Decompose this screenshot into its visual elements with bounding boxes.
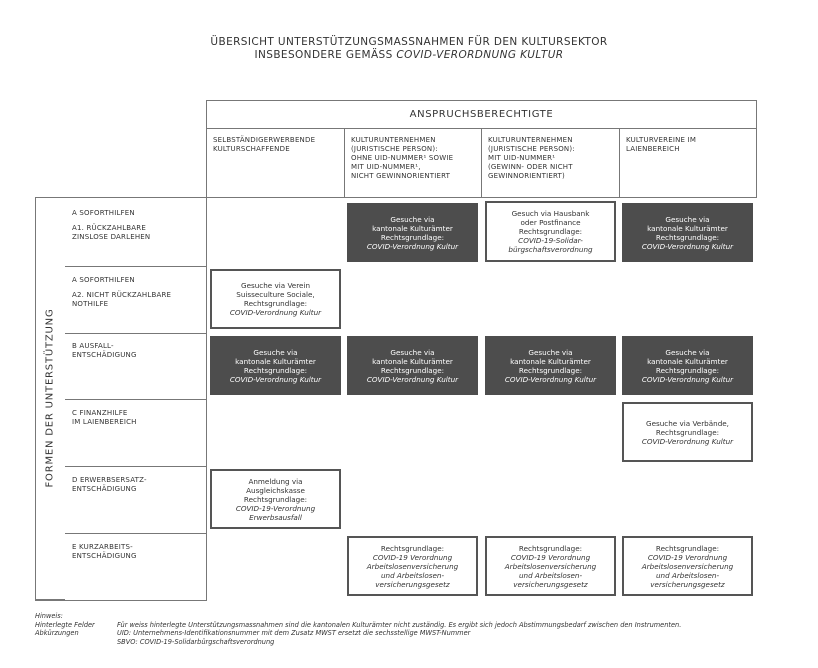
row-label-b: B AUSFALL- ENTSCHÄDIGUNG bbox=[72, 342, 137, 359]
column-line-4 bbox=[756, 100, 757, 197]
cell-a2-selbstaendige: Gesuche via Verein Suisseculture Sociale… bbox=[210, 269, 341, 329]
column-line-0 bbox=[206, 100, 207, 197]
cell-c-kulturvereine: Gesuche via Verbände, Rechtsgrundlage: C… bbox=[622, 402, 753, 462]
row-line-2 bbox=[65, 333, 207, 334]
cell-a1-kulturunternehmen-uid: Gesuch via Hausbank oder Postfinance Rec… bbox=[485, 201, 616, 262]
cell-e-kulturunternehmen: Rechtsgrundlage: COVID-19 Verordnung Arb… bbox=[347, 536, 478, 596]
notes-row-sbvo: SBVO: COVID-19-Solidarbürgschaftsverordn… bbox=[117, 637, 275, 646]
row-line-6 bbox=[35, 600, 207, 601]
row-label-divider bbox=[206, 197, 207, 601]
cell-a1-kulturvereine: Gesuche via kantonale Kulturämter Rechts… bbox=[622, 203, 753, 262]
row-line-1 bbox=[65, 266, 207, 267]
header-anspruchsberechtigte: ANSPRUCHSBERECHTIGTE bbox=[206, 100, 757, 128]
cell-e-kulturvereine: Rechtsgrundlage: COVID-19 Verordnung Arb… bbox=[622, 536, 753, 596]
column-header-kulturunternehmen-nicht-gewinn: KULTURUNTERNEHMEN (JURISTISCHE PERSON): … bbox=[351, 136, 454, 180]
row-label-a2: A SOFORTHILFEN A2. NICHT RÜCKZAHLBARE NO… bbox=[72, 276, 172, 308]
notes-row-abkuerzungen: Abkürzungen UID: Unternehmens-Identifika… bbox=[35, 629, 471, 637]
column-line-1 bbox=[344, 128, 345, 197]
row-label-e: E KURZARBEITS- ENTSCHÄDIGUNG bbox=[72, 543, 137, 560]
title-line-1: ÜBERSICHT UNTERSTÜTZUNGSMASSNAHMEN FÜR D… bbox=[210, 36, 608, 48]
column-header-kulturunternehmen-uid: KULTURUNTERNEHMEN (JURISTISCHE PERSON): … bbox=[488, 136, 575, 180]
cell-e-kulturunternehmen-uid: Rechtsgrundlage: COVID-19 Verordnung Arb… bbox=[485, 536, 616, 596]
row-line-3 bbox=[65, 399, 207, 400]
cell-b-selbstaendige: Gesuche via kantonale Kulturämter Rechts… bbox=[210, 336, 341, 395]
cell-b-kulturunternehmen: Gesuche via kantonale Kulturämter Rechts… bbox=[347, 336, 478, 395]
row-label-d: D ERWERBSERSATZ- ENTSCHÄDIGUNG bbox=[72, 476, 147, 493]
column-header-kulturvereine: KULTURVEREINE IM LAIENBEREICH bbox=[626, 136, 697, 153]
row-line-5 bbox=[65, 533, 207, 534]
side-label-formen: FORMEN DER UNTERSTÜTZUNG bbox=[44, 308, 56, 488]
column-line-2 bbox=[481, 128, 482, 197]
diagram-title: ÜBERSICHT UNTERSTÜTZUNGSMASSNAHMEN FÜR D… bbox=[0, 36, 818, 62]
row-label-a1: A SOFORTHILFEN A1. RÜCKZAHLBARE ZINSLOSE… bbox=[72, 209, 151, 241]
notes-row-hinterlegte: Hinterlegte Felder Für weiss hinterlegte… bbox=[35, 620, 682, 629]
cell-d-selbstaendige: Anmeldung via Ausgleichskasse Rechtsgrun… bbox=[210, 469, 341, 529]
row-line-4 bbox=[65, 466, 207, 467]
row-line-0 bbox=[35, 197, 757, 198]
cell-b-kulturunternehmen-uid: Gesuche via kantonale Kulturämter Rechts… bbox=[485, 336, 616, 395]
cell-a1-kulturunternehmen: Gesuche via kantonale Kulturämter Rechts… bbox=[347, 203, 478, 262]
notes: Hinweis: Hinterlegte Felder Für weiss hi… bbox=[35, 612, 805, 646]
row-label-c: C FINANZHILFE IM LAIENBEREICH bbox=[72, 409, 137, 426]
column-line-3 bbox=[619, 128, 620, 197]
column-header-selbstaendige: SELBSTÄNDIGERWERBENDE KULTURSCHAFFENDE bbox=[213, 136, 316, 153]
notes-heading: Hinweis: bbox=[35, 612, 63, 620]
cell-b-kulturvereine: Gesuche via kantonale Kulturämter Rechts… bbox=[622, 336, 753, 395]
title-line-2: INSBESONDERE GEMÄSS COVID-VERORDNUNG KUL… bbox=[254, 49, 564, 61]
